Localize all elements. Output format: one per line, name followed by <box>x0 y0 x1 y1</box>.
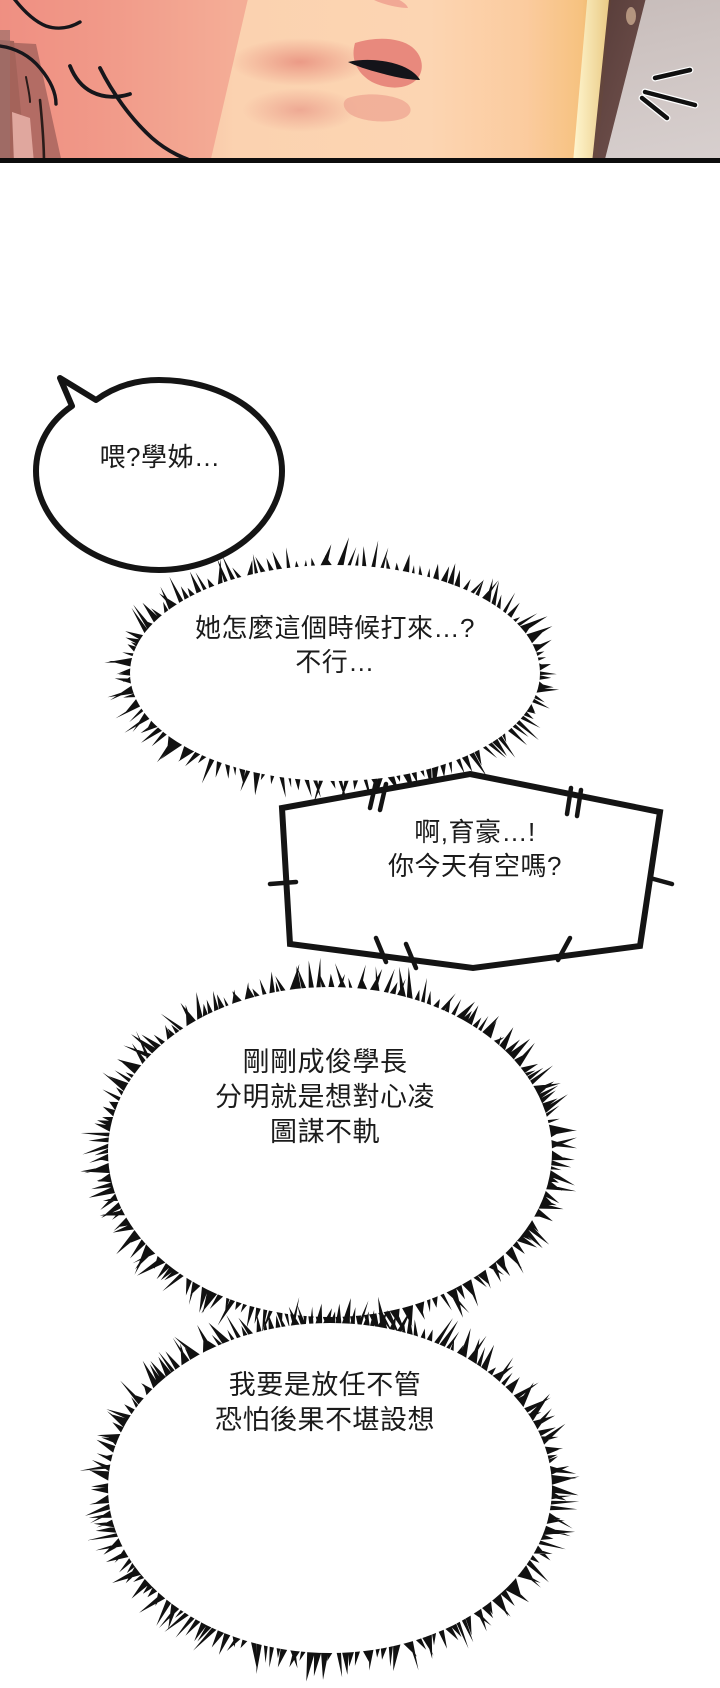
speech-bubble-5-shape <box>79 1296 580 1682</box>
hair-highlight <box>626 7 636 25</box>
contour-line-jaw <box>68 64 132 99</box>
speech-bubble-1-text: 喂?學姊… <box>99 442 221 472</box>
comic-art-panel <box>0 0 720 163</box>
motion-lines <box>638 66 699 122</box>
contour-line-detail <box>25 76 31 103</box>
cheek-pink-left <box>0 0 248 158</box>
speech-bubble-3-shape <box>267 770 675 972</box>
chin-shading <box>343 94 411 122</box>
speech-bubble-5 <box>58 1288 603 1688</box>
contour-line-ear-2 <box>0 44 58 106</box>
blush-upper <box>230 38 370 86</box>
speech-bubble-1 <box>28 372 290 577</box>
bubble-tick-marks <box>267 779 675 971</box>
speech-bubble-4-shape <box>80 957 578 1340</box>
speech-bubble-3 <box>267 766 675 976</box>
speech-bubble-2 <box>80 536 590 811</box>
lip-line <box>348 59 420 80</box>
speech-bubble-2-shape <box>104 537 560 806</box>
speech-bubble-3-text: 啊,育豪…! 你今天有空嗎? <box>388 817 562 881</box>
speech-bubble-5-text: 我要是放任不管 恐怕後果不堪設想 <box>215 1370 435 1436</box>
hair-strand-right <box>592 0 646 158</box>
contour-line-ear <box>12 0 82 30</box>
contour-line-detail-2 <box>38 98 46 158</box>
art-panel-illustration <box>0 0 720 158</box>
speech-bubble-1-shape <box>33 375 285 573</box>
upper-lip-hint <box>374 0 408 8</box>
blush-lower <box>242 88 358 132</box>
rim-light <box>573 0 612 158</box>
speech-bubble-4 <box>58 952 603 1352</box>
contour-line-neck <box>98 66 190 158</box>
speech-bubble-2-text: 她怎麼這個時候打來…? 不行… <box>195 613 475 677</box>
speech-bubble-4-text: 剛剛成俊學長 分明就是想對心凌 圖謀不軌 <box>215 1047 435 1148</box>
